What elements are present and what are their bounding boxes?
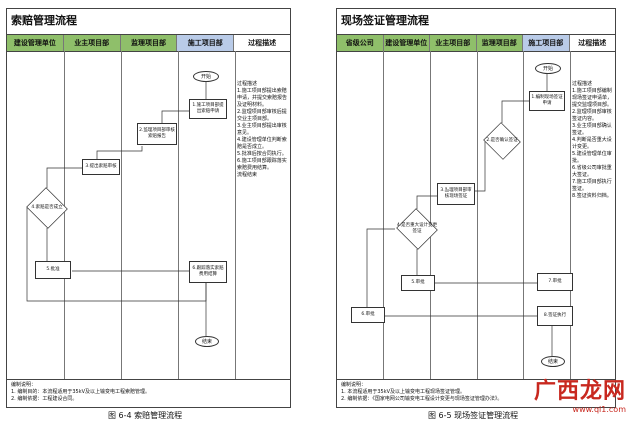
column-header: 过程描述 <box>234 35 290 51</box>
watermark-url: www.ql1.com <box>572 405 626 414</box>
flow-step: 1.施工项目部提出索赔申请 <box>189 99 227 119</box>
flow-step: 8.签证执行 <box>537 306 573 326</box>
page-title: 索赔管理流程 <box>11 14 77 27</box>
lane-divider <box>64 51 65 379</box>
process-description: 过程描述 1.施工项目部提出索赔申请，并提交索赔报告及证明材料。 2.监理项目部… <box>237 81 288 178</box>
note-line: 2. 编制依据：工程建设合同。 <box>11 396 78 402</box>
column-header: 省级公司 <box>337 35 384 51</box>
decision-node: 2.是否确认签证 <box>482 122 522 160</box>
end-node: 结束 <box>541 356 565 367</box>
figure-caption: 图 6-4 索赔管理流程 <box>108 411 183 420</box>
lane-divider <box>430 51 431 379</box>
swimlanes: 开始 1.施工项目部提出索赔申请 2.监理项目部审核索赔报告 3.提出索赔审核 … <box>7 51 290 379</box>
flow-step: 6.跟踪落实索赔费用结算 <box>189 261 227 283</box>
flow-step: 3.监理项目部审核现场签证 <box>437 183 475 205</box>
lane-divider <box>477 51 478 379</box>
lane-divider <box>235 51 236 379</box>
flow-step: 3.提出索赔审核 <box>82 159 120 175</box>
notes: 编制说明： 1. 本流程适用于35kV及以上输变电工程现场签证管理。 2. 编制… <box>337 379 615 407</box>
column-header: 业主项目部 <box>63 35 121 51</box>
page-title: 现场签证管理流程 <box>341 14 429 27</box>
document-page-visa: 现场签证管理流程 省级公司 建设管理单位 业主项目部 监理项目部 施工项目部 过… <box>336 8 616 408</box>
flow-step: 7.审批 <box>537 273 573 291</box>
column-header: 施工项目部 <box>523 35 570 51</box>
watermark: 广西龙网 www.ql1.com <box>534 373 626 414</box>
document-page-claims: 索赔管理流程 建设管理单位 业主项目部 监理项目部 施工项目部 过程描述 开始 … <box>6 8 291 408</box>
column-header: 业主项目部 <box>430 35 477 51</box>
notes: 编制说明： 1. 编制目的：本流程适用于35kV及以上输变电工程索赔管理。 2.… <box>7 379 290 407</box>
flow-step: 5.审批 <box>401 275 435 291</box>
column-header: 过程描述 <box>569 35 615 51</box>
notes-label: 编制说明： <box>341 382 367 388</box>
flow-step: 6.审批 <box>351 307 385 323</box>
column-header: 监理项目部 <box>120 35 178 51</box>
lane-divider <box>178 51 179 379</box>
column-header: 建设管理单位 <box>383 35 430 51</box>
process-description: 过程描述 1.施工项目部编制现场签证申请单，提交监理项目部。 2.监理项目部审核… <box>572 81 613 199</box>
decision-node: 4.索赔是否成立 <box>25 187 69 229</box>
start-node: 开始 <box>535 63 561 74</box>
note-line: 1. 本流程适用于35kV及以上输变电工程现场签证管理。 <box>341 389 466 395</box>
watermark-logo: 广西龙网 <box>533 378 626 404</box>
column-header: 监理项目部 <box>476 35 523 51</box>
end-node: 结束 <box>195 336 219 347</box>
column-header: 施工项目部 <box>177 35 235 51</box>
decision-node: 4.是否重大设计变更签证 <box>395 208 439 250</box>
lane-divider <box>570 51 571 379</box>
column-header: 建设管理单位 <box>7 35 64 51</box>
spacer <box>447 187 449 189</box>
note-line: 1. 编制目的：本流程适用于35kV及以上输变电工程索赔管理。 <box>11 389 151 395</box>
lane-divider <box>383 51 384 379</box>
lane-divider <box>121 51 122 379</box>
flow-step: 5.批准 <box>35 261 71 279</box>
note-line: 2. 编制依据：《国家电网公司输变电工程设计变更与现场签证管理办法》。 <box>341 396 503 402</box>
swimlane-header: 省级公司 建设管理单位 业主项目部 监理项目部 施工项目部 过程描述 <box>337 34 615 52</box>
flow-step: 2.监理项目部审核索赔报告 <box>137 123 177 145</box>
notes-label: 编制说明： <box>11 382 37 388</box>
start-node: 开始 <box>193 71 219 82</box>
figure-caption: 图 6-5 现场签证管理流程 <box>428 411 519 420</box>
flow-step: 1.编制现场签证申请 <box>529 91 565 111</box>
swimlane-header: 建设管理单位 业主项目部 监理项目部 施工项目部 过程描述 <box>7 34 290 52</box>
lane-divider <box>523 51 524 379</box>
swimlanes: 开始 1.编制现场签证申请 2.是否确认签证 3.监理项目部审核现场签证 4.是… <box>337 51 615 379</box>
